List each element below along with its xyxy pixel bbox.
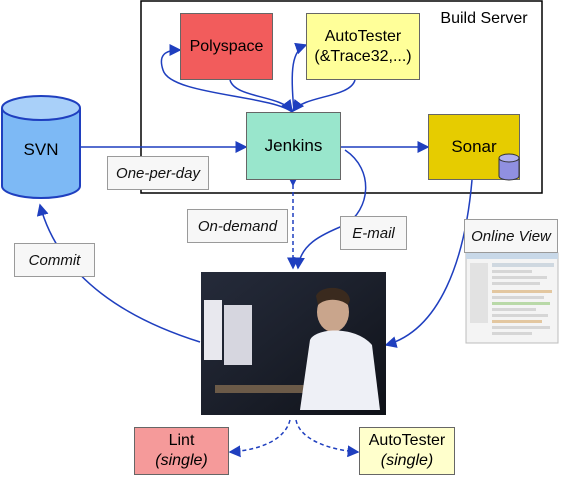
polyspace-label: Polyspace	[189, 37, 264, 55]
edge-label-one-per-day: One-per-day	[107, 156, 209, 190]
arrow-commit-to-svn	[36, 203, 201, 343]
developer-photo	[201, 272, 386, 415]
jenkins-label: Jenkins	[264, 136, 323, 155]
lint-single-node: Lint (single)	[134, 427, 229, 475]
arrow-polyspace-to-jenkins	[229, 79, 293, 113]
lint-label-line2: (single)	[155, 452, 208, 469]
edge-label-on-demand: On-demand	[187, 209, 288, 243]
arrow-autotester-to-jenkins	[292, 79, 356, 113]
svn-cylinder	[0, 95, 81, 199]
edge-label-commit: Commit	[14, 243, 95, 277]
autotester-node: AutoTester (&Trace32,...)	[306, 13, 420, 80]
arrow-dev-lint	[228, 419, 291, 458]
autotester-single-label-line1: AutoTester	[368, 432, 446, 449]
jenkins-node: Jenkins	[246, 112, 341, 180]
build-server-frame	[140, 0, 543, 194]
arrow-jenkins-to-polyspace	[160, 44, 293, 113]
polyspace-node: Polyspace	[180, 13, 273, 80]
lint-label-line1: Lint	[168, 432, 195, 449]
autotester-single-node: AutoTester (single)	[359, 427, 455, 475]
edge-label-email: E-mail	[340, 216, 407, 250]
autotester-label-line1: AutoTester	[324, 27, 402, 45]
arrow-sonar-online-view	[384, 179, 473, 348]
sonar-node: Sonar	[428, 114, 520, 180]
build-server-title: Build Server	[440, 10, 528, 27]
sonar-dashboard-thumbnail	[465, 252, 559, 344]
arrow-dev-autotester-single	[295, 419, 360, 458]
edge-label-online-view: Online View	[464, 219, 558, 253]
autotester-label-line2: (&Trace32,...)	[314, 47, 412, 65]
arrow-jenkins-to-autotester	[291, 42, 308, 112]
sonar-label: Sonar	[451, 137, 497, 156]
autotester-single-label-line2: (single)	[380, 452, 434, 469]
svn-label: SVN	[23, 140, 59, 159]
